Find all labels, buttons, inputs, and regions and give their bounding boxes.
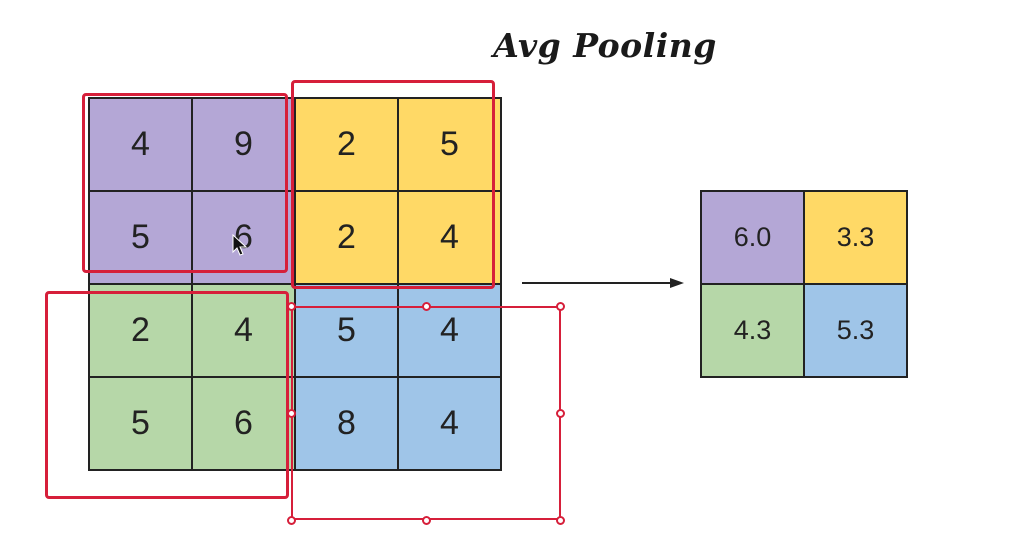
input-cell: 5 [399, 99, 500, 190]
input-cell: 6 [193, 378, 294, 469]
input-cell: 9 [193, 99, 294, 190]
output-grid: 6.0 3.3 4.3 5.3 [700, 190, 908, 378]
resize-handle-bottom-right[interactable] [556, 516, 565, 525]
output-cell: 4.3 [702, 285, 803, 376]
resize-handle-top-left[interactable] [287, 302, 296, 311]
input-cell: 8 [296, 378, 397, 469]
resize-handle-top-middle[interactable] [422, 302, 431, 311]
input-cell: 5 [296, 285, 397, 376]
diagram-title: Avg Pooling [493, 26, 717, 65]
input-cell: 5 [90, 192, 191, 283]
output-cell: 3.3 [805, 192, 906, 283]
resize-handle-middle-right[interactable] [556, 409, 565, 418]
resize-handle-bottom-middle[interactable] [422, 516, 431, 525]
input-cell: 4 [399, 378, 500, 469]
input-cell: 4 [399, 192, 500, 283]
input-cell: 6 [193, 192, 294, 283]
output-cell: 5.3 [805, 285, 906, 376]
mouse-cursor-icon [232, 234, 248, 256]
input-cell: 2 [296, 192, 397, 283]
input-cell: 4 [90, 99, 191, 190]
arrow-right-icon [522, 278, 684, 288]
input-cell: 2 [296, 99, 397, 190]
input-cell: 4 [193, 285, 294, 376]
output-cell: 6.0 [702, 192, 803, 283]
resize-handle-top-right[interactable] [556, 302, 565, 311]
resize-handle-middle-left[interactable] [287, 409, 296, 418]
resize-handle-bottom-left[interactable] [287, 516, 296, 525]
input-cell: 4 [399, 285, 500, 376]
input-grid: 4 9 2 5 5 6 2 4 2 4 5 4 5 6 8 4 [88, 97, 502, 471]
input-cell: 2 [90, 285, 191, 376]
input-cell: 5 [90, 378, 191, 469]
